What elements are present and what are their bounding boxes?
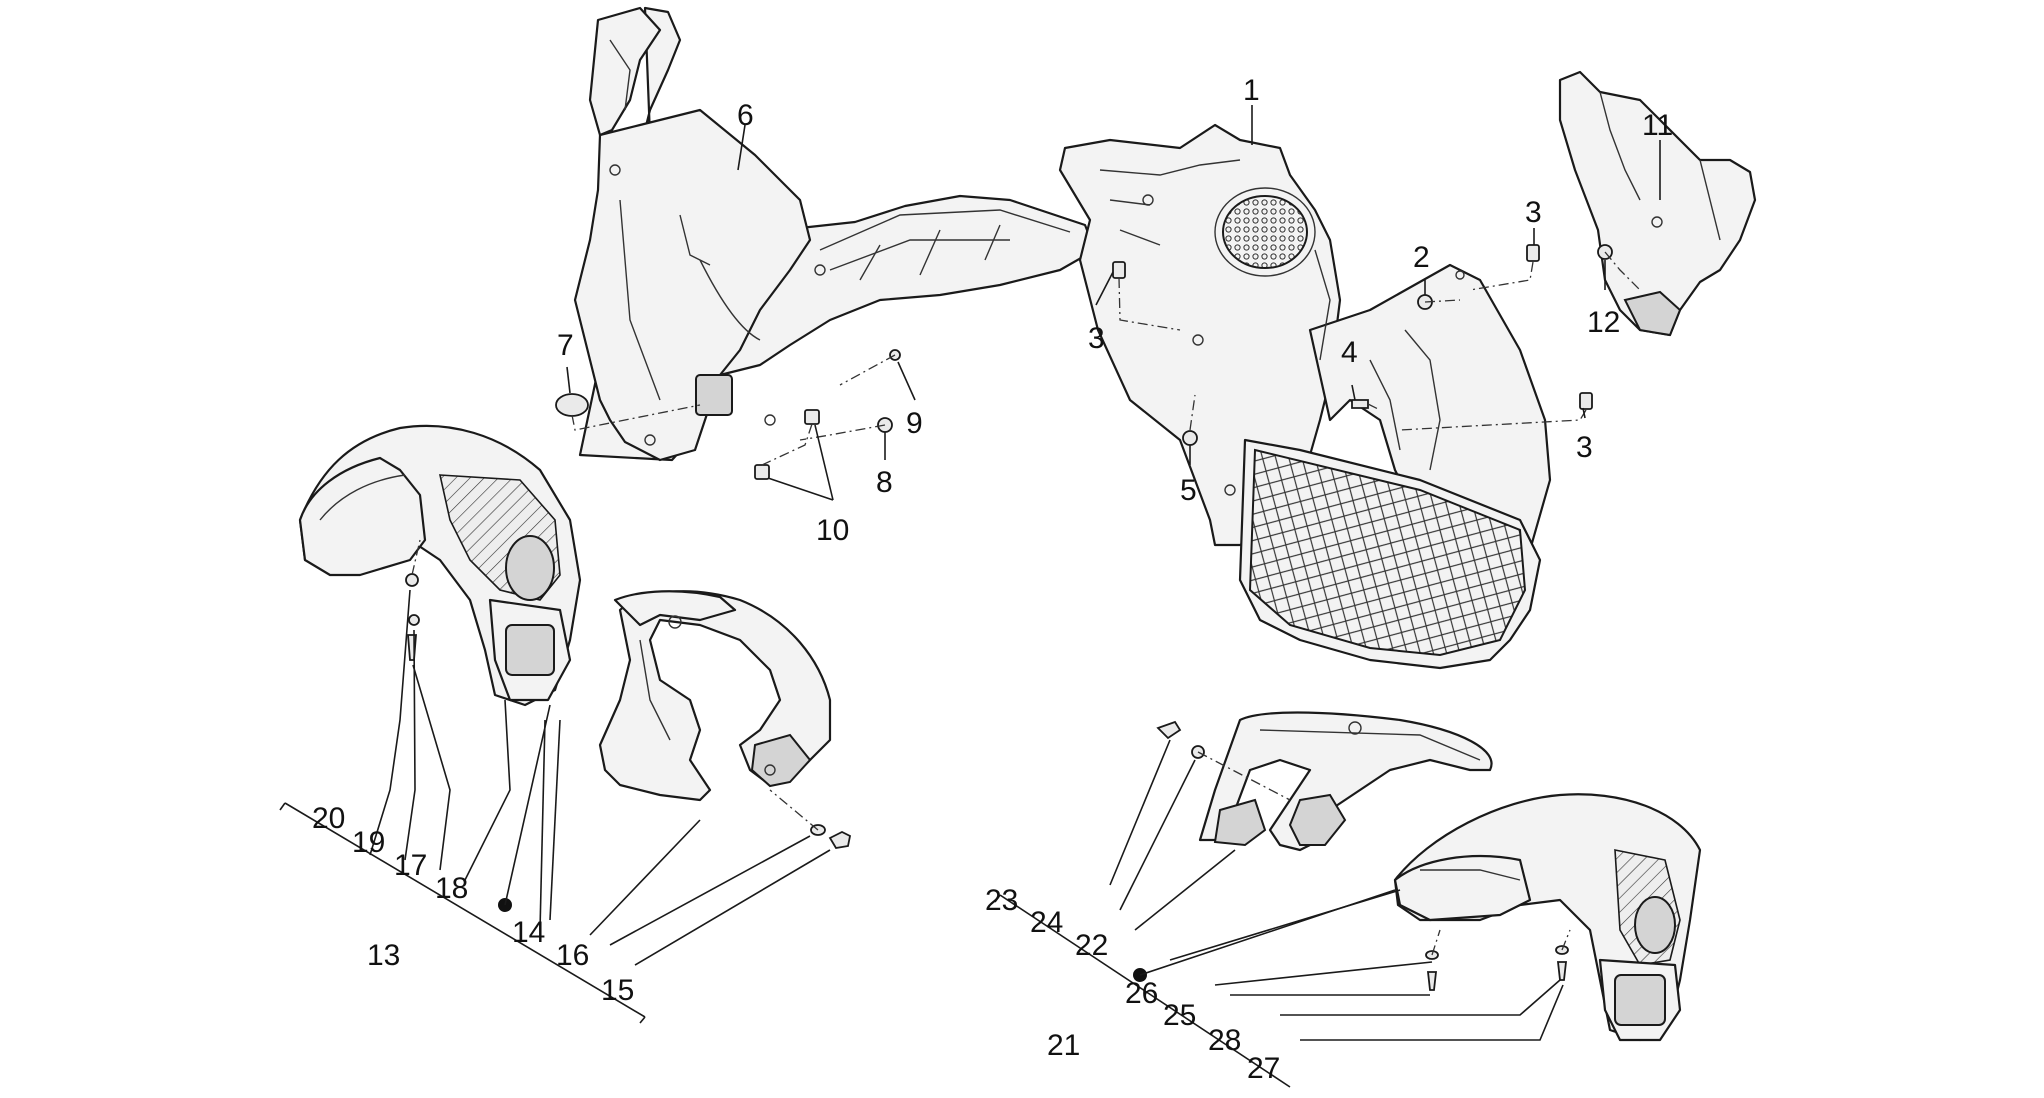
callout-labels: 1 2 3 3 3 4 5 6 7 8 9 10 11 12 13 14 15 … [312,74,1673,1085]
callout-25: 25 [1163,999,1196,1032]
part-21-right-mudguard [1393,793,1702,1042]
callout-1: 1 [1243,74,1260,107]
callout-3b: 3 [1525,196,1542,229]
callout-6: 6 [737,99,754,132]
part-7-grommet [555,393,589,417]
part-23-bolt [1156,720,1182,740]
part-10-clip-a [804,409,820,425]
part-15-bolt [828,830,852,849]
part-20-washer [405,573,419,587]
part-3-clip-c [1579,392,1593,410]
callout-23: 23 [985,884,1018,917]
callout-10: 10 [816,514,849,547]
part-14-left-support-arm [598,590,832,802]
callout-18: 18 [435,872,468,905]
callout-24: 24 [1030,906,1063,939]
callout-9: 9 [906,407,923,440]
callout-27: 27 [1247,1052,1280,1085]
callout-5: 5 [1180,474,1197,507]
part-3-clip-b [1526,244,1540,262]
part-19-washer [408,614,420,626]
callout-7: 7 [557,329,574,362]
callout-12: 12 [1587,306,1620,339]
callout-20: 20 [312,802,345,835]
leader-lines [369,105,1661,1041]
callout-16: 16 [556,939,589,972]
callout-15: 15 [601,974,634,1007]
callout-28: 28 [1208,1024,1241,1057]
part-5-nut [1182,430,1198,446]
callout-3a: 3 [1088,322,1105,355]
callout-17: 17 [394,849,427,882]
callout-4: 4 [1341,336,1358,369]
callout-26: 26 [1125,977,1158,1010]
part-22-right-support-arm [1198,711,1493,852]
callout-19: 19 [352,826,385,859]
part-27-screw [1556,961,1568,981]
callout-8: 8 [876,466,893,499]
part-3-clip-a [1112,261,1126,279]
callout-3c: 3 [1576,431,1593,464]
group-lines [279,802,1291,1088]
callout-2: 2 [1413,241,1430,274]
callout-14: 14 [512,916,545,949]
callout-11: 11 [1642,109,1673,142]
part-13-left-mudguard [298,424,582,707]
callout-22: 22 [1075,929,1108,962]
callout-21: 21 [1047,1029,1080,1062]
part-10-clip-b [754,464,770,480]
callout-13: 13 [367,939,400,972]
part-25-screw [1426,971,1438,991]
part-1-leg-shield [1058,123,1552,670]
part-4-screw [1351,399,1369,409]
part-6-inner-panel [573,6,1097,462]
